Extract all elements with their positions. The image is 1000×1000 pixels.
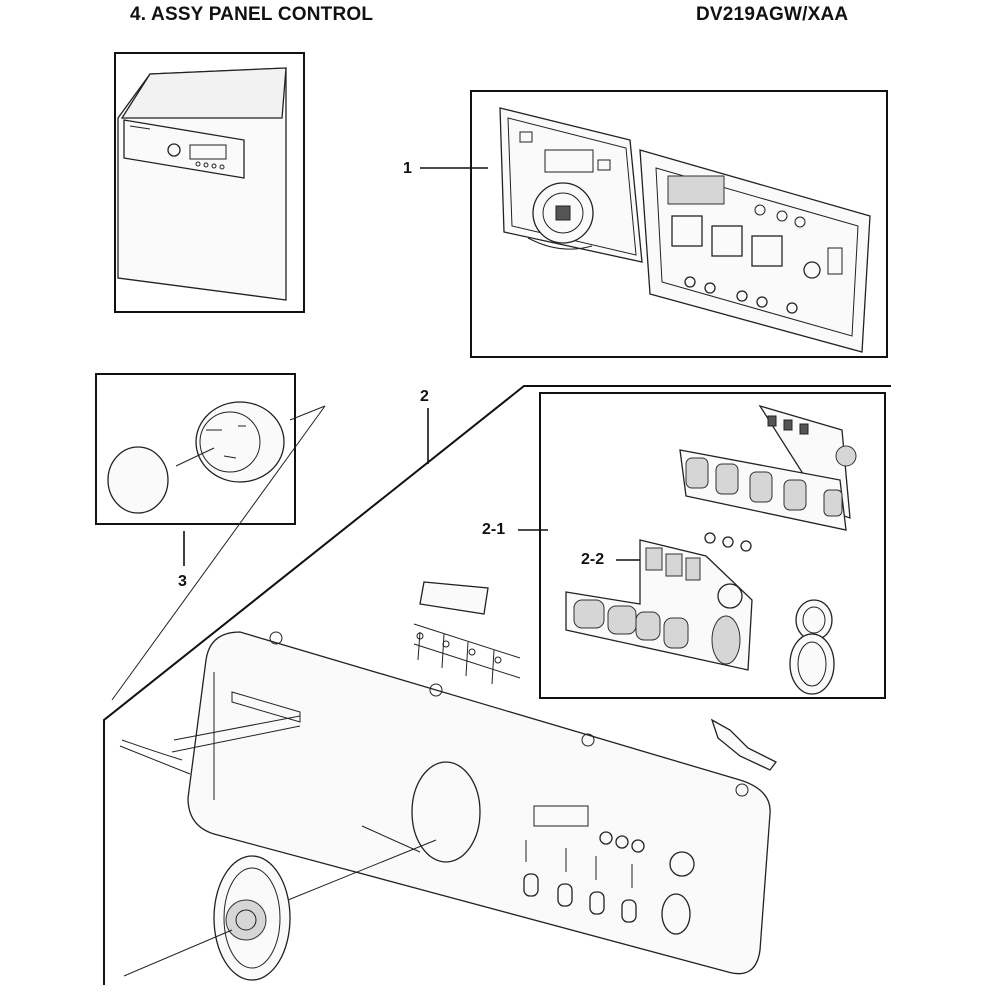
knob-cap-assembly: [95, 373, 326, 701]
diagram-title: 4. ASSY PANEL CONTROL: [130, 4, 374, 25]
dryer-reference-view: [114, 52, 305, 313]
callout-2-2: 2-2: [581, 551, 605, 568]
callout-2-1: 2-1: [482, 521, 506, 538]
control-panel-body: [119, 631, 771, 981]
callout-1: 1: [403, 160, 412, 177]
control-panel-group: [103, 385, 891, 985]
sub-pcb-assembly: [518, 392, 886, 699]
main-pcb-assembly: [420, 90, 888, 358]
model-number: DV219AGW/XAA: [696, 4, 849, 25]
callout-3: 3: [178, 573, 187, 590]
window-and-button-parts: [413, 581, 777, 771]
callout-2: 2: [420, 388, 429, 405]
